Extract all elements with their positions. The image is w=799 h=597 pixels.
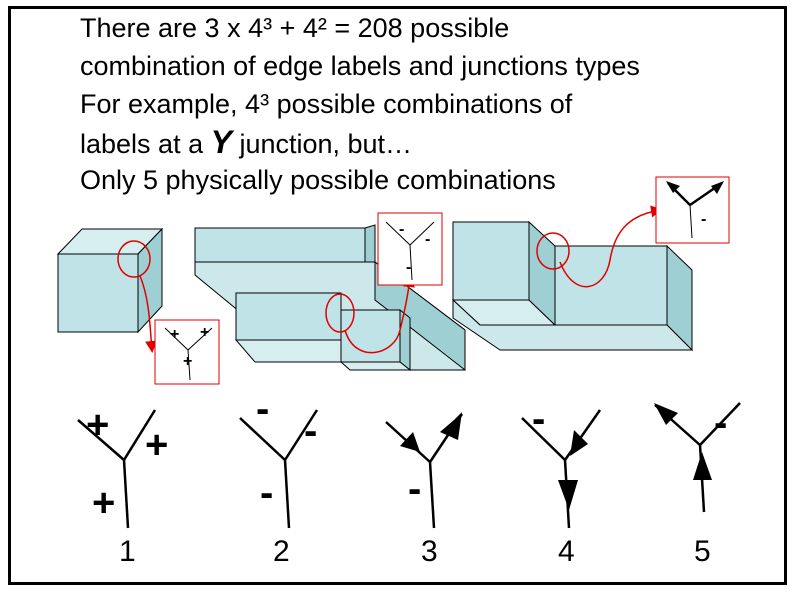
- label-plus: +: [170, 326, 179, 343]
- text-line-5: Only 5 physically possible combinations: [80, 165, 556, 195]
- label-plus: +: [145, 423, 168, 467]
- callout-box-2: [377, 212, 443, 286]
- callout-box-3: [655, 176, 730, 244]
- text-line-2: combination of edge labels and junctions…: [80, 51, 640, 81]
- junction-number-3: 3: [421, 535, 438, 568]
- junction-number-5: 5: [694, 535, 711, 568]
- label-minus: -: [399, 221, 404, 238]
- callout-labels: + + + - - - -: [170, 211, 706, 370]
- text-line-4-start: labels at a: [80, 129, 211, 159]
- label-minus: -: [304, 409, 317, 453]
- junction-1: [77, 409, 157, 529]
- junction-4: [521, 409, 602, 529]
- junction-5: [654, 402, 741, 513]
- callout-circles: [117, 232, 570, 333]
- cube: [56, 227, 164, 334]
- label-minus: -: [408, 467, 421, 511]
- junction-number-2: 2: [273, 535, 290, 568]
- text-line-4: labels at a Y junction, but…: [80, 126, 412, 160]
- label-plus: +: [92, 481, 115, 525]
- callout-curves: [139, 205, 663, 354]
- junction-2: [239, 409, 319, 529]
- label-minus: -: [260, 471, 273, 515]
- text-line-1: There are 3 x 4³ + 4² = 208 possible: [80, 13, 510, 43]
- junction-number-1: 1: [119, 535, 136, 568]
- label-minus: -: [425, 231, 430, 248]
- callout-box-1: [154, 319, 220, 385]
- label-minus: -: [532, 397, 545, 441]
- junction-labels: + + + - - - - - -: [86, 387, 727, 525]
- step-block: [451, 220, 694, 352]
- label-minus: -: [714, 401, 727, 445]
- junction-3: [385, 412, 464, 529]
- slide-frame: [8, 6, 787, 585]
- label-minus: -: [406, 259, 411, 276]
- text-line-4-end: junction, but…: [231, 129, 413, 159]
- l-block: [194, 224, 466, 372]
- junction-number-4: 4: [558, 535, 575, 568]
- label-minus: -: [701, 211, 706, 228]
- label-plus: +: [183, 353, 192, 370]
- label-plus: +: [200, 324, 209, 341]
- y-symbol: Y: [210, 124, 232, 160]
- label-minus: -: [256, 387, 269, 431]
- label-plus: +: [86, 403, 109, 447]
- text-line-3: For example, 4³ possible combinations of: [80, 89, 573, 119]
